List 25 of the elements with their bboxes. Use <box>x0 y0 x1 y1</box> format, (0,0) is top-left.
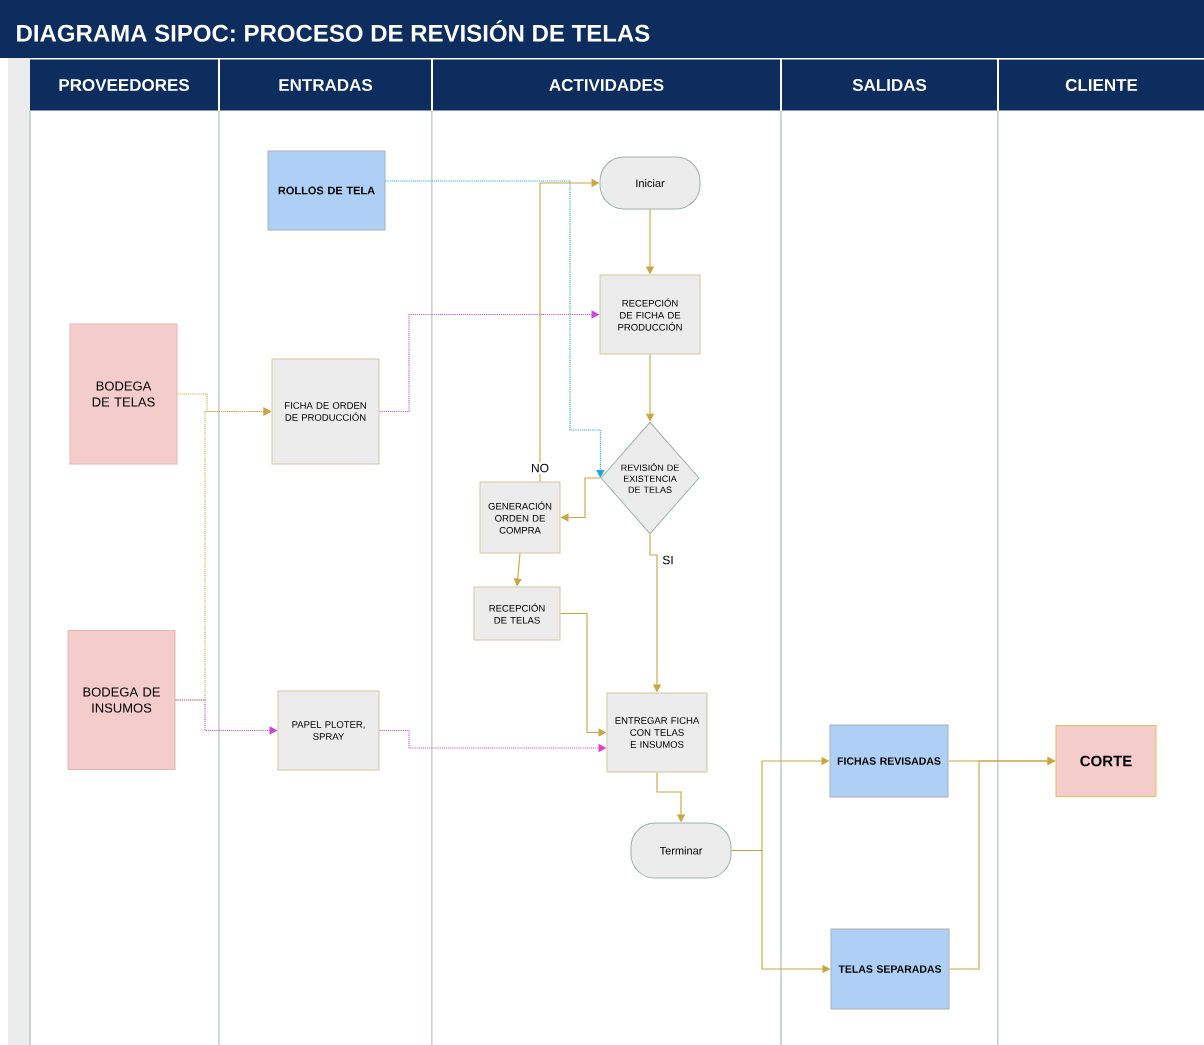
client-box: CORTE <box>1055 725 1157 797</box>
process-box: GENERACIÓN ORDEN DE COMPRA <box>479 481 561 554</box>
arrow <box>384 180 605 478</box>
column-header: ACTIVIDADES <box>433 59 780 111</box>
edge-label: NO <box>529 462 551 474</box>
output-box: TELAS SEPARADAS <box>830 928 950 1010</box>
node-label: PROVEEDORES <box>59 78 189 92</box>
process-box: PAPEL PLOTER, SPRAY <box>277 690 380 771</box>
node-label: SALIDAS <box>852 78 927 92</box>
column-header: ENTRADAS <box>220 59 431 111</box>
supplier-box: BODEGA DE INSUMOS <box>67 630 176 770</box>
edge-label: SI <box>660 554 676 566</box>
column-header: SALIDAS <box>782 59 997 111</box>
input-box: ROLLOS DE TELA <box>267 150 386 231</box>
process-box: RECEPCIÓN DE TELAS <box>473 586 561 641</box>
supplier-box: BODEGA DE TELAS <box>69 323 178 465</box>
output-box: FICHAS REVISADAS <box>829 724 949 798</box>
node-label: ACTIVIDADES <box>549 78 664 92</box>
process-box: RECEPCIÓN DE FICHA DE PRODUCCIÓN <box>599 274 701 355</box>
node-label: ENTRADAS <box>279 78 373 92</box>
process-box: ENTREGAR FICHA CON TELAS E INSUMOS <box>606 692 708 773</box>
column-header: CLIENTE <box>999 59 1204 111</box>
column-header: PROVEEDORES <box>30 59 218 111</box>
node-label: CLIENTE <box>1065 78 1138 92</box>
process-box: FICHA DE ORDEN DE PRODUCCIÓN <box>271 358 380 465</box>
